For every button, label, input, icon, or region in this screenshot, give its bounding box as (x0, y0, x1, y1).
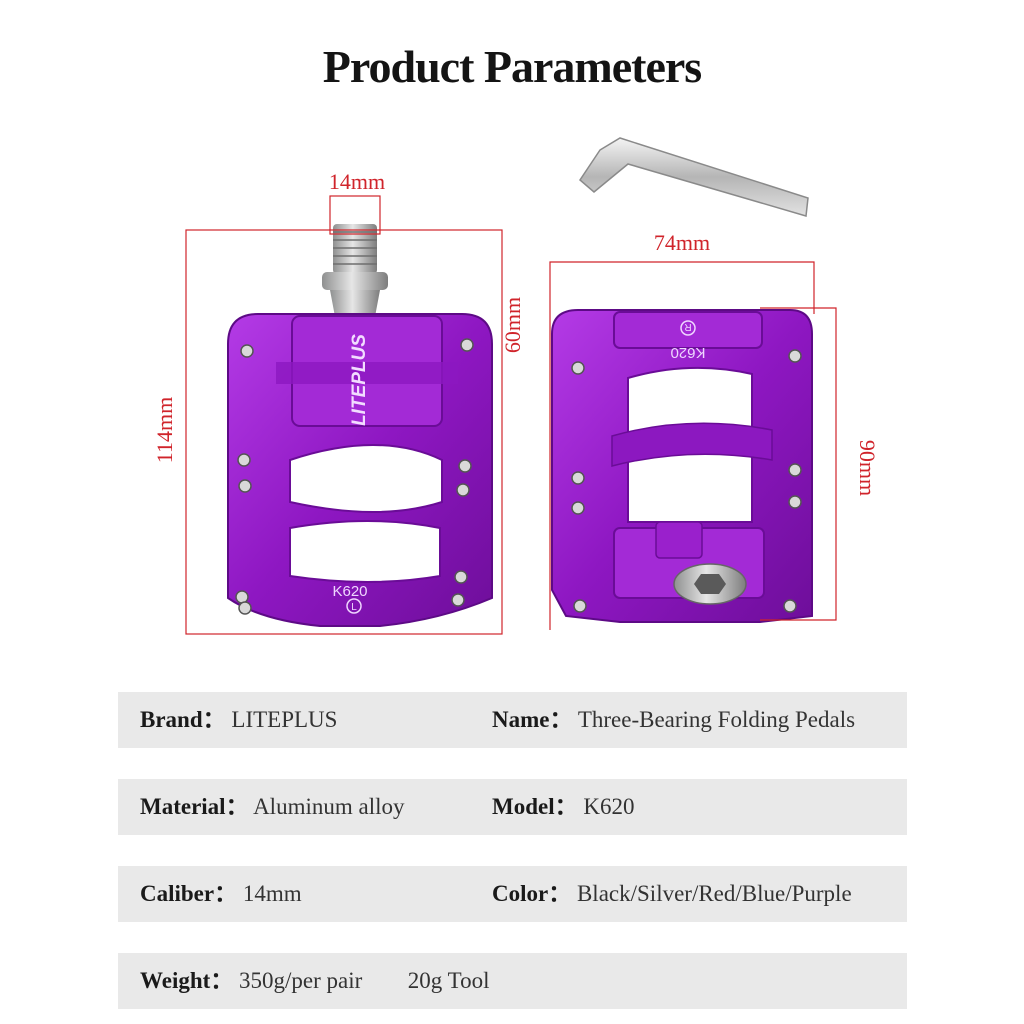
spec-row-weight: Weight： 350g/per pair 20g Tool (118, 953, 907, 1009)
right-pedal-image: K620 R (551, 309, 813, 623)
left-pedal-image: LITEPLUS K620 L (227, 224, 493, 627)
dimension-width-right: 74mm (654, 230, 710, 255)
pedal-brand-mark: LITEPLUS (349, 334, 370, 426)
hex-wrench-image (579, 137, 809, 217)
spec-label-weight: Weight： (140, 968, 234, 993)
dimension-length-right: 90mm (855, 440, 880, 496)
pedal-side-left: L (351, 602, 357, 613)
spec-label-caliber: Caliber： (140, 881, 238, 906)
dimension-length-left: 114mm (152, 397, 177, 463)
pedal-model-left: K620 (332, 583, 367, 600)
page-title: Product Parameters (322, 41, 702, 92)
spec-value-weight: 350g/per pair (239, 968, 363, 993)
dimension-spindle: 14mm (329, 169, 385, 194)
spec-value-name: Three-Bearing Folding Pedals (577, 707, 856, 732)
spec-label-brand: Brand： (140, 707, 226, 732)
spec-value-material: Aluminum alloy (253, 794, 405, 819)
spec-label-color: Color： (492, 881, 572, 906)
spec-row-caliber: Caliber： 14mm Color： Black/Silver/Red/Bl… (118, 866, 907, 922)
dimension-lines (185, 195, 837, 635)
spec-label-model: Model： (492, 794, 578, 819)
pedal-model-right: K620 (670, 344, 705, 361)
spec-value-brand: LITEPLUS (231, 707, 338, 732)
spec-label-material: Material： (140, 794, 249, 819)
spec-value-model: K620 (583, 794, 635, 819)
product-figure: LITEPLUS K620 L K620 R (152, 137, 880, 635)
pedal-side-right: R (684, 321, 691, 332)
spec-row-brand: Brand： LITEPLUS Name： Three-Bearing Fold… (118, 692, 907, 748)
dimension-width-top: 60mm (500, 297, 525, 353)
spec-value-color: Black/Silver/Red/Blue/Purple (576, 881, 852, 906)
spec-value-caliber: 14mm (242, 881, 302, 906)
spec-row-material: Material： Aluminum alloy Model： K620 (118, 779, 907, 835)
spec-value-tool-weight: 20g Tool (407, 968, 490, 993)
spec-label-name: Name： (492, 707, 573, 732)
